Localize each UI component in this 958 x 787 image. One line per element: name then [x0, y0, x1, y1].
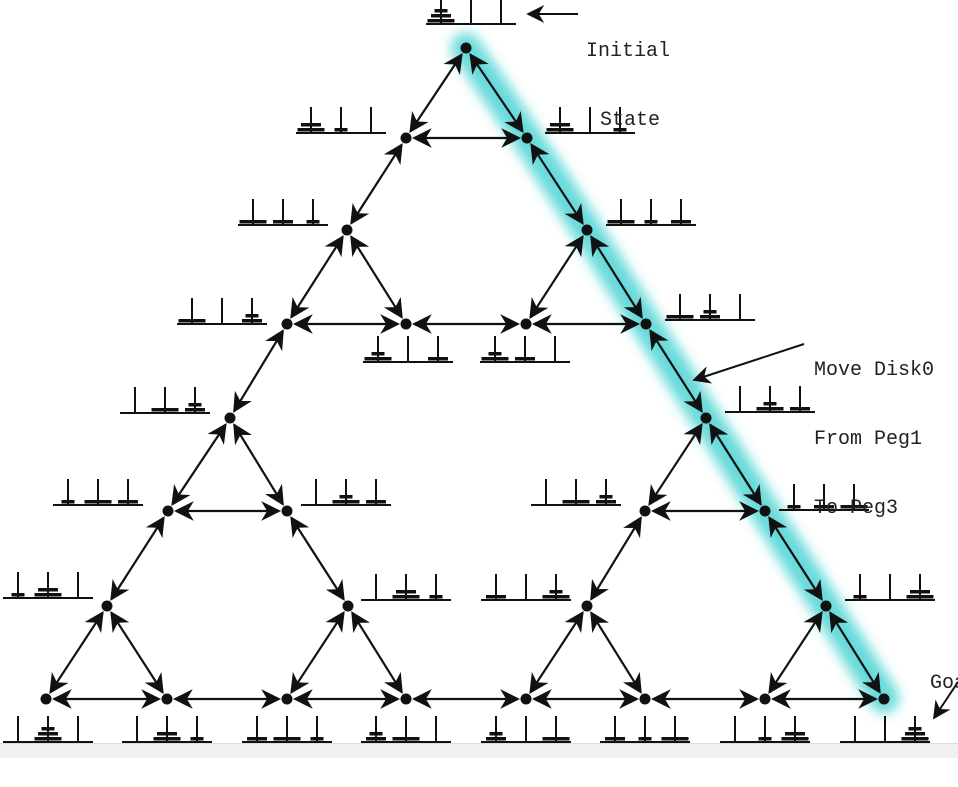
peg-icon: [481, 574, 571, 601]
state-node: [342, 600, 354, 612]
state-node: [521, 132, 533, 144]
peg-icon: [481, 716, 571, 743]
transition-edge: [351, 611, 403, 694]
state-node: [281, 318, 293, 330]
transition-edge: [171, 423, 227, 506]
transition-edge: [768, 516, 823, 601]
transition-edge: [529, 235, 584, 319]
state-node: [40, 693, 52, 705]
move-disk-label: Move Disk0 From Peg1 To Peg3: [814, 313, 934, 543]
peg-icon: [177, 298, 267, 325]
state-node: [700, 412, 712, 424]
state-node: [639, 505, 651, 517]
state-node: [581, 224, 593, 236]
peg-icon: [242, 716, 332, 743]
state-node: [341, 224, 353, 236]
peg-icon: [361, 716, 451, 743]
state-node: [101, 600, 113, 612]
peg-icon: [301, 479, 391, 506]
transition-edge: [709, 423, 762, 506]
peg-icon: [600, 716, 690, 743]
peg-icon: [363, 336, 453, 363]
state-node: [400, 132, 412, 144]
state-transition-edges: [49, 52, 881, 709]
peg-icon: [238, 199, 328, 226]
state-node: [520, 693, 532, 705]
state-node: [460, 42, 472, 54]
transition-edge: [290, 235, 344, 319]
peg-icon: [296, 107, 386, 134]
tower-of-hanoi-state-graph: [3, 0, 958, 743]
initial-state-label-line2: State: [600, 109, 661, 132]
peg-icon: [545, 107, 635, 134]
transition-edge: [829, 611, 881, 694]
callout-arrows: [526, 5, 958, 720]
state-node: [162, 505, 174, 517]
peg-icon: [840, 716, 930, 743]
state-node: [581, 600, 593, 612]
state-node: [759, 693, 771, 705]
transition-edge: [469, 52, 524, 134]
state-node: [820, 600, 832, 612]
transition-edge: [648, 423, 703, 506]
goal-state-label-line1: Goal: [930, 672, 958, 695]
peg-icon: [720, 716, 810, 743]
goal-state-label: Goal State: [930, 626, 958, 787]
transition-edge: [233, 423, 284, 506]
horizontal-scrollbar[interactable]: [0, 743, 958, 758]
state-node: [878, 693, 890, 705]
peg-icon: [480, 336, 570, 363]
state-node: [400, 318, 412, 330]
transition-edge: [590, 235, 643, 319]
transition-edge: [529, 611, 584, 694]
transition-edge: [590, 516, 642, 601]
state-node: [400, 693, 412, 705]
transition-edge: [290, 611, 345, 694]
state-node: [520, 318, 532, 330]
move-disk-label-line1: Move Disk0: [814, 359, 935, 382]
peg-icon: [122, 716, 212, 743]
peg-icon: [120, 387, 210, 414]
transition-edge: [530, 143, 584, 225]
peg-icon: [53, 479, 143, 506]
state-node: [640, 318, 652, 330]
peg-icon: [845, 574, 935, 601]
state-nodes: [40, 42, 890, 705]
transition-edge: [290, 516, 345, 601]
transition-edge: [649, 329, 703, 413]
move-callout-arrow: [692, 343, 805, 384]
peg-icon: [725, 386, 815, 413]
transition-edge: [350, 143, 403, 225]
transition-edge: [110, 516, 165, 601]
peg-icon: [779, 484, 869, 511]
transition-edge: [350, 235, 403, 319]
transition-edge: [110, 611, 164, 694]
initial-state-label-line1: Initial: [586, 40, 671, 63]
peg-icon: [3, 572, 93, 599]
peg-icon: [361, 574, 451, 601]
peg-icon: [665, 294, 755, 321]
transition-edge: [768, 611, 823, 694]
transition-edge: [49, 611, 104, 694]
peg-icon: [3, 716, 93, 743]
state-node: [281, 505, 293, 517]
state-node: [224, 412, 236, 424]
state-node: [161, 693, 173, 705]
peg-icon: [531, 479, 621, 506]
move-disk-label-line2: From Peg1: [814, 428, 923, 451]
state-node: [759, 505, 771, 517]
state-node: [639, 693, 651, 705]
peg-icon: [426, 0, 516, 25]
transition-edge: [590, 611, 642, 694]
state-node: [281, 693, 293, 705]
transition-edge: [409, 53, 463, 133]
initial-state-label: Initial State: [586, 0, 670, 155]
peg-icon: [606, 199, 696, 226]
transition-edge: [233, 329, 284, 413]
move-disk-label-line3: To Peg3: [814, 497, 899, 520]
goal-callout-arrow: [933, 681, 958, 720]
peg-state-icons: [3, 0, 935, 743]
